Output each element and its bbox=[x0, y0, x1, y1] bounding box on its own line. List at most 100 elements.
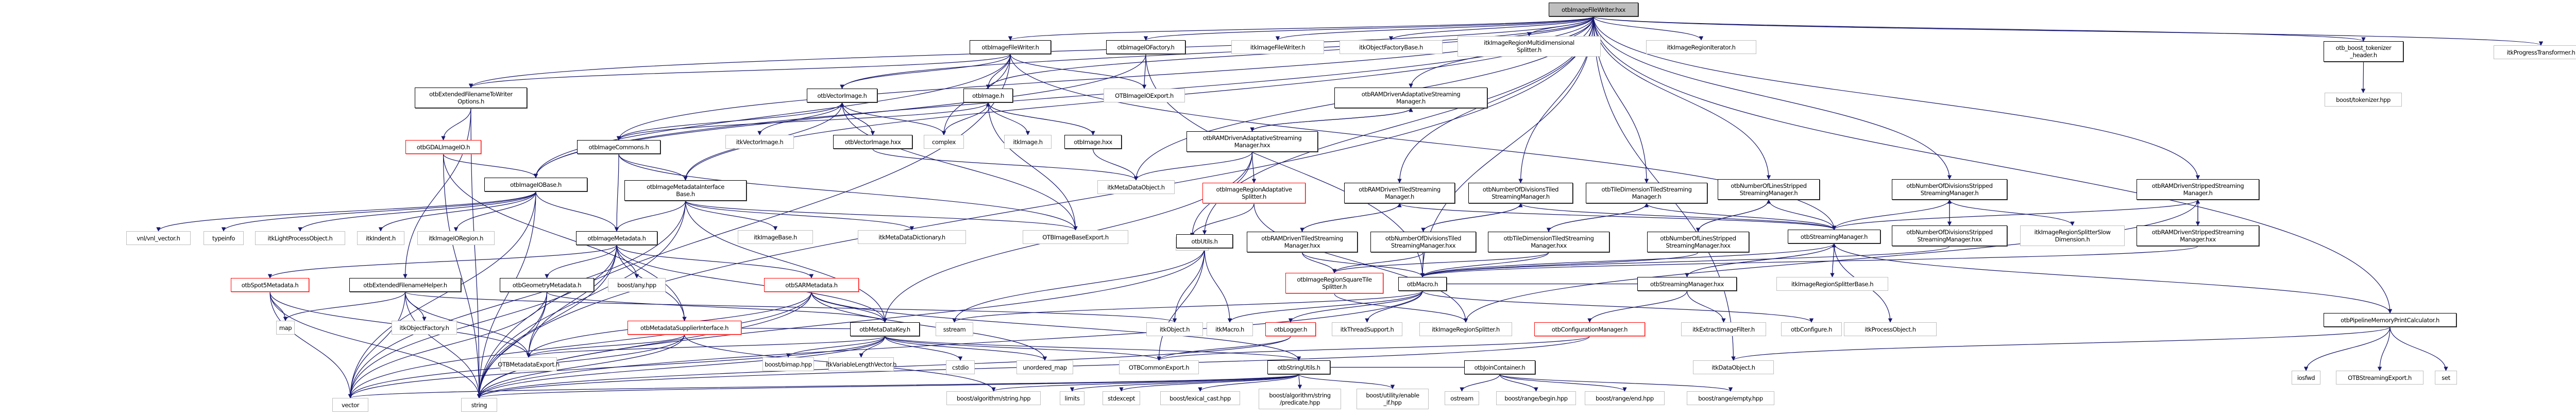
edge-imdib-to-ibexp bbox=[685, 200, 1078, 231]
graph-node-rtiled-h[interactable]: otbRAMDrivenTiledStreaming Manager.h bbox=[1344, 183, 1455, 203]
graph-node-ifw-h[interactable]: otbImageFileWriter.h bbox=[970, 40, 1051, 54]
graph-node-itkifw: itkImageFileWriter.h bbox=[1231, 40, 1324, 54]
graph-node-iofactory[interactable]: otbImageIOFactory.h bbox=[1106, 40, 1185, 54]
graph-node-radapt-h[interactable]: otbRAMDrivenAdaptativeStreaming Manager.… bbox=[1334, 88, 1487, 108]
edge-sm_hxx-to-sm_h bbox=[1686, 243, 1837, 277]
graph-node-imeta[interactable]: otbImageMetadata.h bbox=[576, 231, 657, 245]
graph-node-irssd: itkImageRegionSplitterSlow Dimension.h bbox=[2020, 225, 2125, 246]
graph-node-map: map bbox=[276, 321, 295, 335]
graph-node-vimg[interactable]: otbVectorImage.h bbox=[807, 89, 877, 102]
graph-node-mdkey[interactable]: otbMetaDataKey.h bbox=[850, 322, 920, 336]
edge-irsqt-to-itkirs bbox=[1334, 293, 1468, 323]
edge-root-to-vimg bbox=[840, 16, 1594, 89]
graph-node-join[interactable]: otbJoinContainer.h bbox=[1464, 360, 1535, 374]
edge-rstrip_hxx-to-macro bbox=[1420, 246, 2198, 277]
graph-node-itkmacro: itkMacro.h bbox=[1207, 322, 1253, 336]
graph-node-radapt-hxx[interactable]: otbRAMDrivenAdaptativeStreaming Manager.… bbox=[1187, 131, 1318, 152]
graph-node-bbimap: boost/bimap.hpp bbox=[762, 357, 814, 371]
edge-gdal-to-string bbox=[443, 153, 482, 398]
edge-radapt_hxx-to-radapt_h bbox=[1251, 108, 1413, 132]
graph-node-sar[interactable]: otbSARMetadata.h bbox=[764, 278, 859, 292]
graph-node-itkdo: itkDataObject.h bbox=[1693, 360, 1774, 374]
graph-node-itkvlv: itkVariableLengthVector.h bbox=[826, 357, 896, 371]
edge-sm_h-to-irsb bbox=[1830, 243, 1835, 277]
graph-node-gdal[interactable]: otbGDALImageIO.h bbox=[405, 140, 481, 154]
graph-node-nlstrip-h[interactable]: otbNumberOfLinesStripped StreamingManage… bbox=[1718, 179, 1820, 200]
graph-node-tdtiled-h[interactable]: otbTileDimensionTiledStreaming Manager.h bbox=[1586, 183, 1707, 203]
graph-node-efnh[interactable]: otbExtendedFilenameHelper.h bbox=[349, 278, 461, 292]
graph-node-logger[interactable]: otbLogger.h bbox=[1265, 322, 1316, 336]
graph-node-vimg-hxx[interactable]: otbVectorImage.hxx bbox=[833, 135, 912, 149]
edge-rtiled_hxx-to-rtiled_h bbox=[1301, 203, 1402, 232]
edge-rtiled_h-to-sm_h bbox=[1399, 203, 1836, 230]
edge-iras-to-mutex bbox=[1190, 203, 1255, 237]
graph-node-ndtiled-hxx[interactable]: otbNumberOfDivisionsTiled StreamingManag… bbox=[1370, 232, 1476, 252]
graph-node-cstdio: cstdio bbox=[946, 360, 975, 374]
graph-node-ndtiled-h[interactable]: otbNumberOfDivisionsTiled StreamingManag… bbox=[1468, 183, 1573, 203]
graph-node-rstrip-h[interactable]: otbRAMDrivenStrippedStreaming Manager.h bbox=[2137, 179, 2259, 200]
edge-sm_hxx-to-confmgr bbox=[1587, 290, 1688, 323]
graph-node-rtiled-hxx[interactable]: otbRAMDrivenTiledStreaming Manager.hxx bbox=[1247, 232, 1358, 252]
edge-iobase-to-typeinfo bbox=[221, 191, 536, 232]
graph-node-root[interactable]: otbImageFileWriter.hxx bbox=[1549, 3, 1638, 16]
graph-node-mdsi[interactable]: otbMetadataSupplierInterface.h bbox=[628, 321, 741, 335]
graph-node-balgs: boost/algorithm/string.hpp bbox=[946, 391, 1041, 405]
edge-sar-to-vector bbox=[348, 291, 812, 398]
graph-node-pmpc[interactable]: otbPipelineMemoryPrintCalculator.h bbox=[2324, 313, 2456, 327]
graph-node-itkts: itkThreadSupport.h bbox=[1332, 322, 1402, 336]
graph-node-efnw[interactable]: otbExtendedFilenameToWriter Options.h bbox=[415, 88, 527, 108]
graph-node-sm-h[interactable]: otbStreamingManager.h bbox=[1788, 230, 1880, 243]
edge-imeta-to-vector bbox=[348, 245, 617, 398]
graph-node-spot5[interactable]: otbSpot5Metadata.h bbox=[231, 278, 309, 292]
edge-strutils-to-benable bbox=[1298, 374, 1395, 389]
graph-node-img[interactable]: otbImage.h bbox=[963, 89, 1013, 102]
edge-mdkey-to-bbimap bbox=[786, 336, 886, 358]
graph-node-strutils[interactable]: otbStringUtils.h bbox=[1267, 360, 1330, 374]
edge-rstrip_h-to-sm_h bbox=[1832, 199, 2198, 230]
graph-node-itkmdd: itkMetaDataDictionary.h bbox=[858, 230, 966, 244]
graph-node-iobase[interactable]: otbImageIOBase.h bbox=[484, 178, 587, 191]
edge-mdsi-to-mdexp bbox=[526, 334, 685, 358]
edge-utils-to-string bbox=[477, 248, 1205, 398]
graph-node-utils[interactable]: otbUtils.h bbox=[1176, 234, 1233, 248]
edge-pmpc-to-strexp bbox=[2377, 326, 2391, 371]
edge-sar-to-mdkey bbox=[811, 291, 887, 323]
graph-node-rstrip-hxx[interactable]: otbRAMDrivenStrippedStreaming Manager.hx… bbox=[2137, 225, 2259, 246]
graph-node-limits: limits bbox=[1060, 391, 1084, 405]
edge-radapt_hxx-to-iras bbox=[1251, 151, 1257, 183]
graph-node-icommons[interactable]: otbImageCommons.h bbox=[577, 140, 660, 154]
graph-node-set: set bbox=[2435, 371, 2457, 385]
edge-img-to-icommons bbox=[616, 102, 989, 141]
graph-node-iosfwd: iosfwd bbox=[2292, 371, 2320, 385]
graph-node-macro[interactable]: otbMacro.h bbox=[1398, 277, 1447, 291]
graph-node-itkeif: itkExtractImageFilter.h bbox=[1681, 322, 1766, 336]
graph-node-tdtiled-hxx[interactable]: otbTileDimensionTiledStreaming Manager.h… bbox=[1488, 232, 1609, 252]
edge-imeta-to-mdexp bbox=[526, 245, 617, 358]
edge-icommons-to-imeta bbox=[614, 153, 619, 232]
graph-node-irsqt[interactable]: otbImageRegionSquareTile Splitter.h bbox=[1285, 273, 1383, 293]
edge-sar-to-strutils bbox=[811, 291, 1301, 361]
graph-node-img-hxx[interactable]: otbImage.hxx bbox=[1064, 135, 1122, 149]
edge-logger-to-cexp bbox=[1157, 336, 1291, 361]
graph-node-nlstrip-hxx[interactable]: otbNumberOfLinesStripped StreamingManage… bbox=[1647, 232, 1749, 252]
graph-node-brempty: boost/range/empty.hpp bbox=[1687, 391, 1774, 405]
graph-node-itkofb: itkObjectFactoryBase.h bbox=[1340, 40, 1443, 54]
graph-node-geom[interactable]: otbGeometryMetadata.h bbox=[500, 278, 594, 292]
edge-macro-to-logger bbox=[1288, 290, 1423, 323]
edge-mdsi-to-string bbox=[477, 334, 685, 398]
graph-node-confmgr[interactable]: otbConfigurationManager.h bbox=[1534, 322, 1645, 336]
graph-node-imdib[interactable]: otbImageMetadataInterface Base.h bbox=[624, 180, 747, 201]
edge-iobase-to-vector bbox=[348, 191, 536, 398]
graph-node-strexp: OTBStreamingExport.h bbox=[2336, 371, 2424, 385]
graph-node-iras[interactable]: otbImageRegionAdaptative Splitter.h bbox=[1202, 183, 1306, 203]
graph-node-sm-hxx[interactable]: otbStreamingManager.hxx bbox=[1637, 277, 1737, 291]
graph-node-ndstrip-h[interactable]: otbNumberOfDivisionsStripped StreamingMa… bbox=[1892, 179, 2007, 200]
edge-efnh-to-map bbox=[283, 291, 406, 321]
graph-node-sstream: sstream bbox=[936, 322, 973, 336]
graph-node-itkpo: itkProcessObject.h bbox=[1844, 322, 1937, 336]
edge-geom-to-vector bbox=[348, 291, 548, 398]
edge-rstrip_h-to-itkirs bbox=[1463, 199, 2198, 323]
graph-node-ndstrip-hxx[interactable]: otbNumberOfDivisionsStripped StreamingMa… bbox=[1892, 225, 2007, 246]
edge-root-to-iofactory bbox=[1144, 16, 1594, 41]
graph-node-tok-h[interactable]: otb_boost_tokenizer _header.h bbox=[2324, 41, 2403, 62]
